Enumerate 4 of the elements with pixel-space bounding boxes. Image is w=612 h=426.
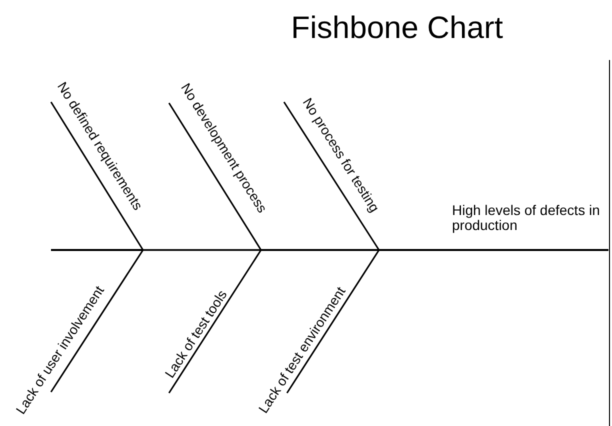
fishbone-bone bbox=[286, 249, 608, 394]
chart-title: Fishbone Chart bbox=[290, 10, 504, 46]
effect-box bbox=[450, 60, 610, 426]
effect-label: High levels of defects in production bbox=[452, 203, 601, 233]
